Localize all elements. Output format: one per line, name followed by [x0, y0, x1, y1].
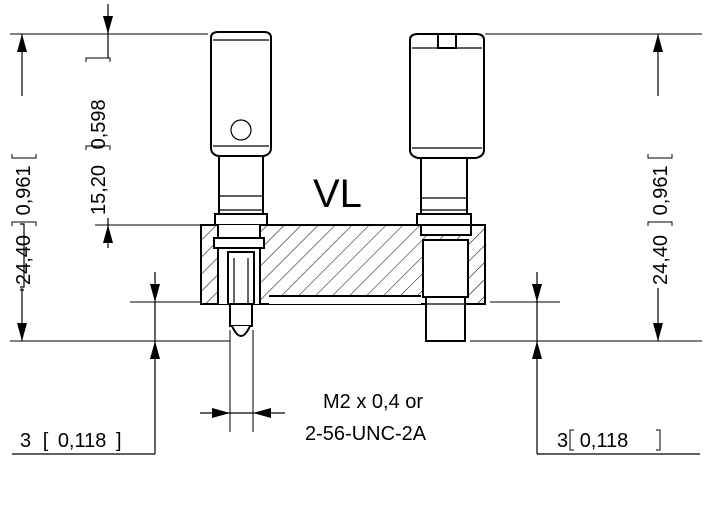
right-spring-plunger	[409, 33, 485, 342]
left-height-inch: 0,961	[13, 165, 35, 215]
left-offset-dimension: 3 [ 0,118 ]	[12, 272, 160, 455]
cross-hole-icon	[230, 119, 252, 141]
thread-note: M2 x 0,4 or 2-56-UNC-2A	[305, 391, 427, 445]
part-label: VL	[313, 172, 362, 216]
upper-height-dimension: 15,20 0,598	[84, 4, 114, 248]
right-height-inch: 0,961	[650, 165, 672, 215]
left-height-dimension: 24,40 0,961	[6, 34, 37, 341]
upper-height-inch: 0,598	[88, 99, 110, 149]
left-offset-value: 3	[20, 430, 31, 452]
right-offset-inch: 0,118	[580, 430, 629, 452]
right-height-value: 24,40	[650, 235, 672, 285]
left-spring-plunger	[210, 31, 272, 337]
left-offset-inch: 0,118	[58, 430, 107, 452]
thread-width-dimension	[200, 330, 285, 432]
right-offset-dimension: 3 0,118	[532, 272, 700, 455]
svg-text:15,20 0,598: 15,20 0,598	[88, 99, 110, 215]
thread-note-line2: 2-56-UNC-2A	[305, 423, 427, 445]
extension-lines	[10, 33, 702, 342]
thread-note-line1: M2 x 0,4 or	[323, 391, 423, 413]
right-height-dimension: 24,40 0,961	[643, 34, 673, 341]
right-offset-value: 3	[557, 430, 568, 452]
svg-text:3 [ 0,118 ]: 3 [ 0,118 ]	[20, 430, 122, 452]
upper-height-value: 15,20	[88, 165, 110, 215]
svg-text:24,40 0,961: 24,40 0,961	[650, 165, 672, 285]
svg-text:3 0,118: 3 0,118	[557, 430, 628, 452]
